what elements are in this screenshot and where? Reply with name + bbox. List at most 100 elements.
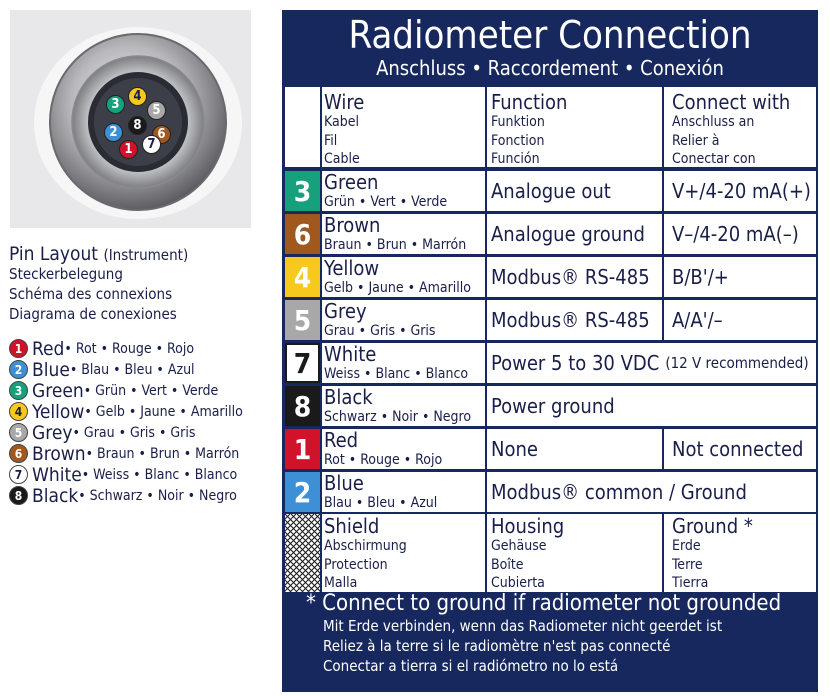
wire-color-translation: Schwarz • Noir • Negro [324,409,472,425]
header-connect-tr-fr: Relier à [672,132,720,149]
shield-function-tr-fr: Boîte [491,556,524,573]
shield-connect-tr-es: Tierra [672,575,709,591]
legend-translation: • Braun • Brun • Marrón [85,445,240,462]
legend-color-name: White [32,463,82,486]
header-wire-tr-de: Kabel [324,114,359,130]
connect-cell: V–/4-20 mA(–) [664,214,816,254]
legend-color-name: Green [32,379,84,402]
function-note: (12 V recommended) [665,354,809,372]
shield-function-cell: Housing Gehäuse Boîte Cubierta [487,514,662,592]
function-cell-wide: Power 5 to 30 VDC (12 V recommended) [487,343,816,383]
connector-pin: 3 [106,95,125,114]
header-swatch-cell [285,87,320,167]
connector-pin: 7 [142,135,161,154]
function-cell: Analogue ground [487,214,662,254]
shield-function-tr-de: Gehäuse [491,538,547,554]
footer-main: * Connect to ground if radiometer not gr… [306,591,782,616]
pin-number-badge: 2 [9,360,28,379]
function-cell-wide: Modbus® common / Ground [487,472,816,512]
pin-number-badge: 7 [9,465,28,484]
connector-pin: 5 [147,101,166,120]
shield-wire-label: Shield [324,514,380,538]
wire-number-swatch: 2 [285,472,320,512]
wire-color-name: Green [324,171,379,194]
pin-number-badge: 6 [9,444,28,463]
pin-layout-title-sub: (Instrument) [103,246,189,264]
shield-wire-tr-de: Abschirmung [324,538,407,554]
shield-wire-tr-fr: Protection [324,556,388,573]
wire-color-translation: Weiss • Blanc • Blanco [324,366,469,382]
pin-number-badge: 1 [9,339,28,358]
connect-text: V+/4-20 mA(+) [672,179,811,203]
connector-pin: 4 [128,87,147,106]
wire-number-swatch: 3 [285,171,320,211]
function-text: None [491,437,538,461]
header-connect: Connect with Anschluss an Relier à Conec… [664,87,816,167]
function-cell: Analogue out [487,171,662,211]
shield-connect-cell: Ground * Erde Terre Tierra [664,514,816,592]
function-cell: Modbus® RS-485 [487,300,662,340]
connector-pin: 2 [104,123,123,142]
shield-hatch-swatch [285,514,320,592]
function-text: Power 5 to 30 VDC [491,351,660,375]
legend-translation: • Schwarz • Noir • Negro [78,487,237,504]
function-text: Analogue out [491,179,611,203]
footer-line-fr: Reliez à la terre si le radiomètre n'est… [323,637,671,655]
wire-color-name: White [324,343,377,366]
shield-connect-label: Ground * [672,514,753,538]
header-wire-tr-es: Cable [324,151,360,167]
function-cell: Modbus® RS-485 [487,257,662,297]
function-cell-wide: Power ground [487,386,816,426]
wire-color-translation: Gelb • Jaune • Amarillo [324,280,471,296]
legend-translation: • Rot • Rouge • Rojo [64,340,195,357]
footer-note: * Connect to ground if radiometer not gr… [282,592,818,676]
function-cell: None [487,429,662,469]
connector-pin: 8 [128,116,147,135]
connect-cell: A/A'/– [664,300,816,340]
header-wire-label: Wire [324,90,365,114]
function-text: Modbus® RS-485 [491,308,650,332]
wire-color-name: Yellow [324,257,380,280]
shield-wire-tr-es: Malla [324,575,358,591]
connect-cell: V+/4-20 mA(+) [664,171,816,211]
wire-number-swatch: 4 [285,257,320,297]
wire-number-swatch: 8 [285,386,320,426]
legend-color-name: Yellow [32,400,85,423]
shield-function-label: Housing [491,514,565,538]
wire-color-translation: Rot • Rouge • Rojo [324,452,443,468]
connect-text: Not connected [672,437,804,461]
wire-color-name: Blue [324,472,364,495]
connector-pin: 1 [119,140,138,159]
panel-subtitle: Anschluss • Raccordement • Conexión [376,56,724,80]
function-text: Modbus® RS-485 [491,265,650,289]
legend-translation: • Weiss • Blanc • Blanco [81,466,238,483]
pin-layout-title-text: Pin Layout [9,243,98,265]
wire-color-translation: Grün • Vert • Verde [324,194,448,210]
wire-color-translation: Braun • Brun • Marrón [324,237,467,253]
header-function-label: Function [491,90,568,114]
panel-title: Radiometer Connection [348,13,752,57]
header-wire-tr-fr: Fil [324,132,338,149]
wire-color-name: Grey [324,300,367,323]
shield-wire-cell: Shield Abschirmung Protection Malla [322,514,485,592]
wire-color-name: Brown [324,214,381,237]
legend-color-name: Blue [32,358,70,381]
pin-number-badge: 4 [9,402,28,421]
legend-color-name: Brown [32,442,86,465]
pin-layout-translation-de: Steckerbelegung [9,265,123,283]
wire-color-translation: Grau • Gris • Gris [324,323,436,339]
header-wire: Wire Kabel Fil Cable [322,87,485,167]
header-connect-tr-es: Conectar con [672,151,756,167]
